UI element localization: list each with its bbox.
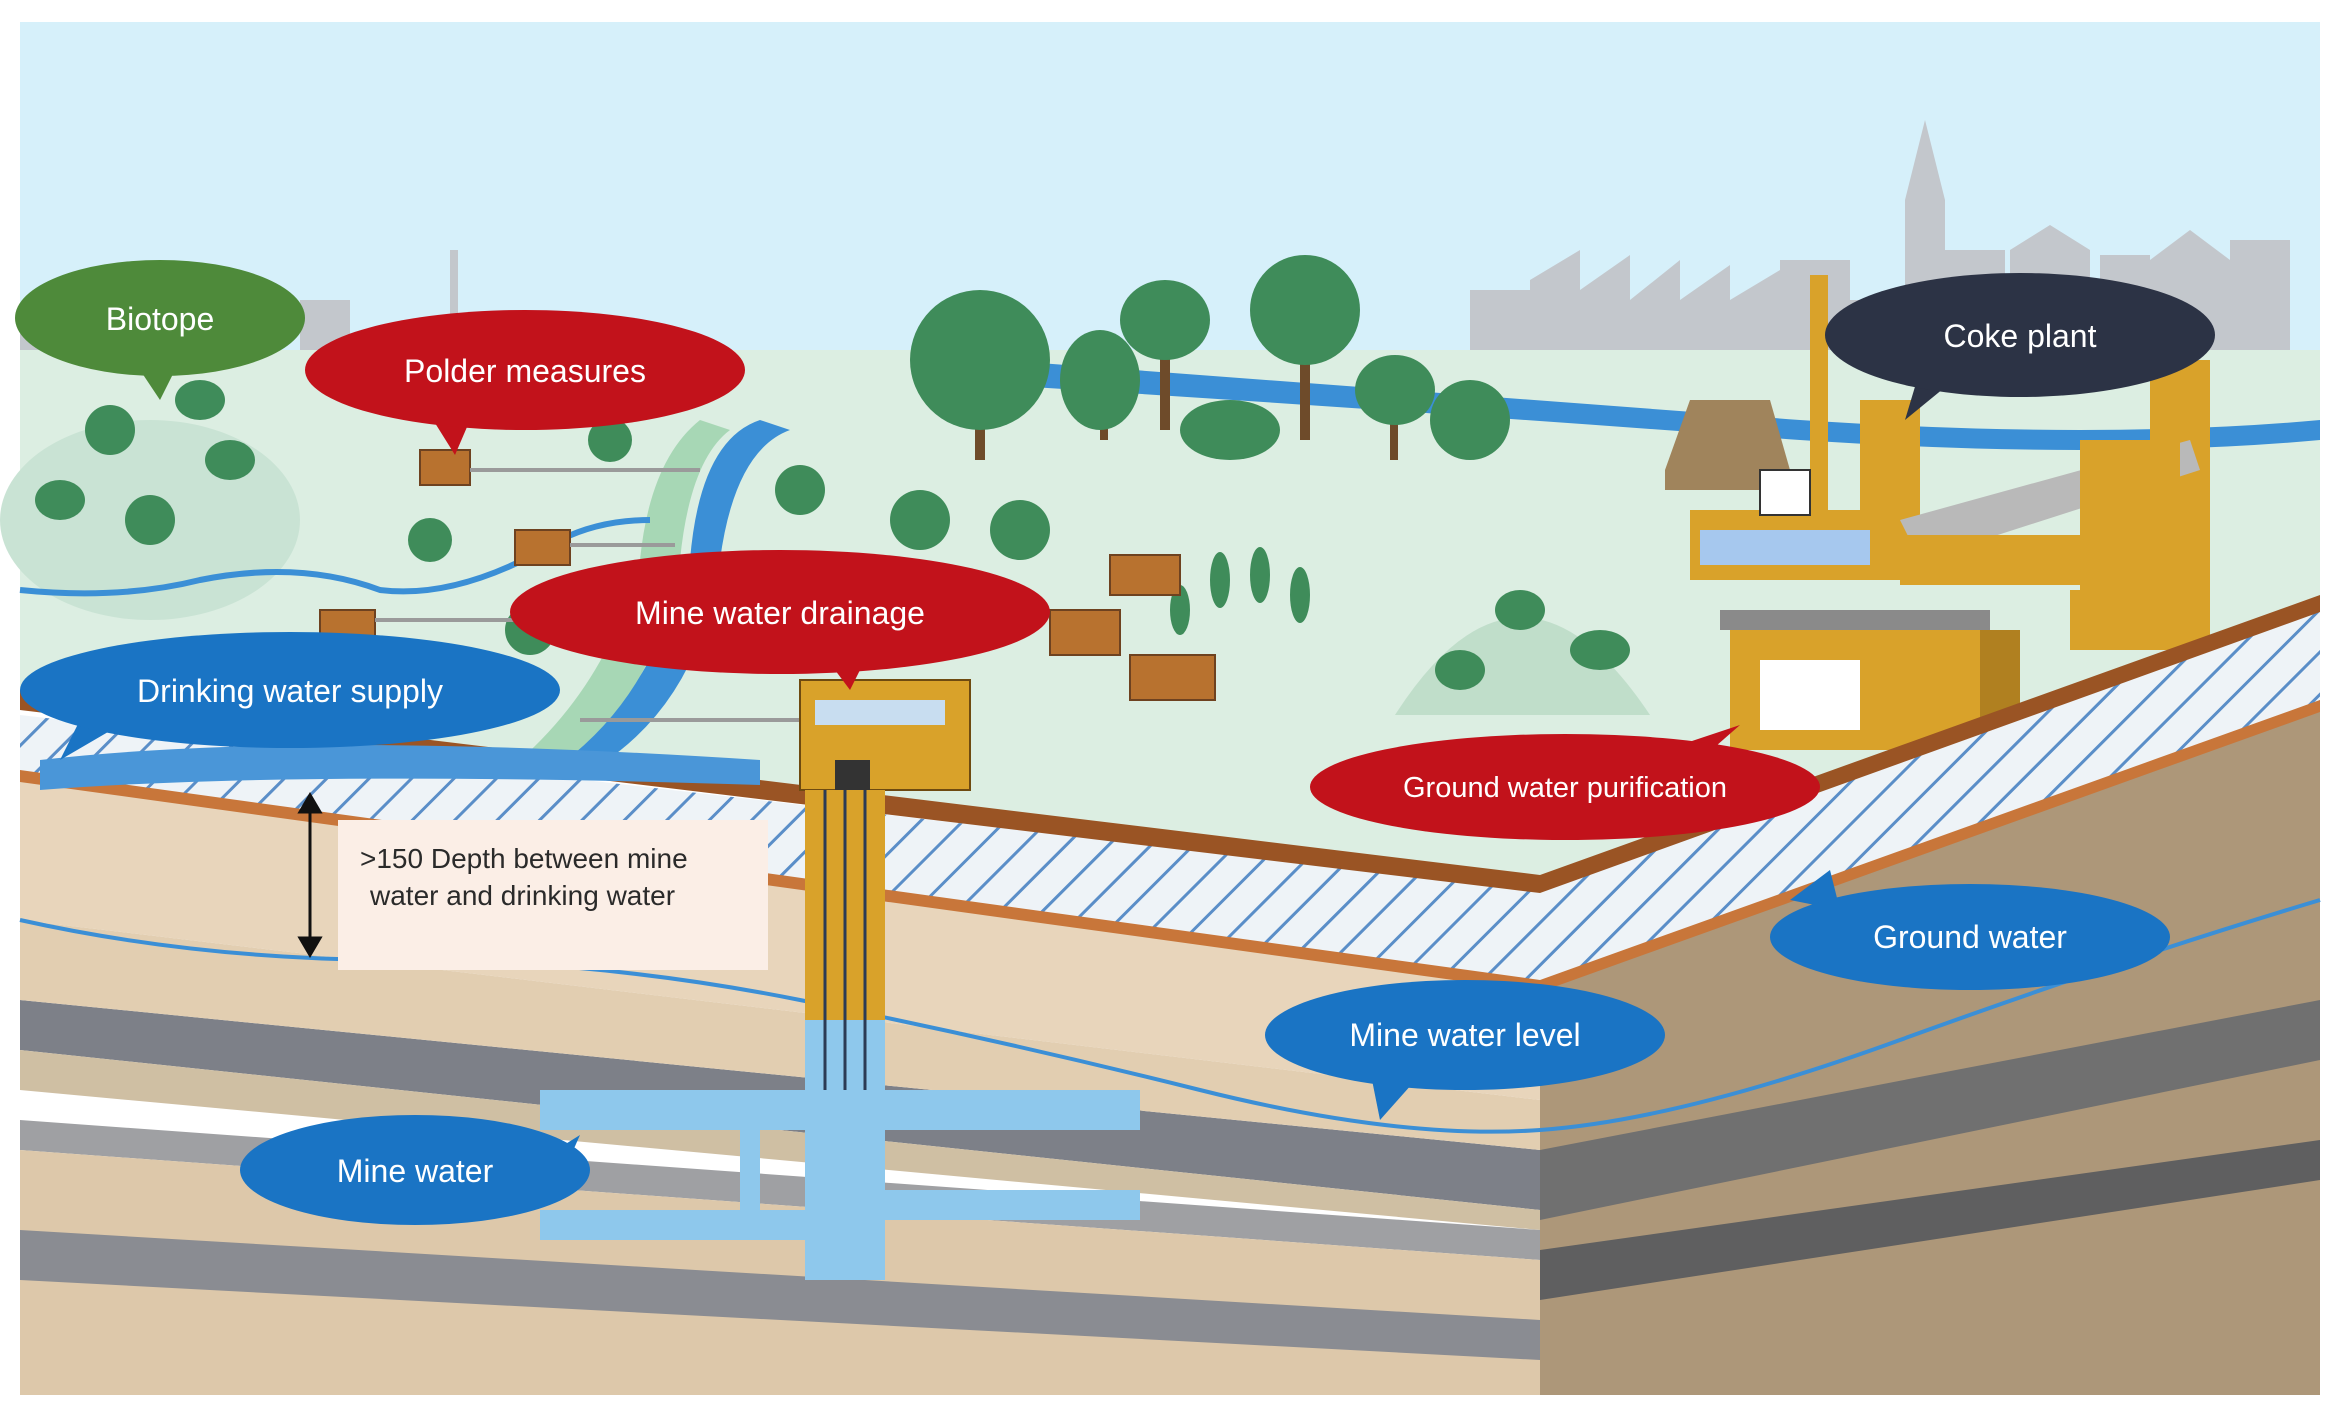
canal-bank xyxy=(520,420,730,765)
drinking-water-body xyxy=(40,745,760,790)
coke-plant-building xyxy=(1665,275,2210,650)
right-face-dark-1 xyxy=(1540,1000,2320,1220)
purification-plant xyxy=(1720,610,2065,835)
callout-ground-water: Ground water xyxy=(1770,870,2170,990)
label-drinking-water-supply: Drinking water supply xyxy=(137,673,443,709)
label-ground-water-purification: Ground water purification xyxy=(1403,772,1727,804)
callout-mine-water-level: Mine water level xyxy=(1265,980,1665,1120)
front-layer-grey-3 xyxy=(20,1230,1540,1360)
callout-drinking-water-supply: Drinking water supply xyxy=(20,632,560,760)
label-mine-water-drainage: Mine water drainage xyxy=(635,595,925,631)
front-layer-light-1 xyxy=(20,1050,1540,1230)
depth-note-line-1: >150 Depth between mine xyxy=(360,843,688,874)
label-polder-measures: Polder measures xyxy=(404,353,646,389)
callout-polder-measures: Polder measures xyxy=(305,310,745,455)
aquifer-hatched-right xyxy=(1540,610,2320,990)
greenhouse-dome xyxy=(1395,617,1650,715)
aquifer-base-right xyxy=(1540,700,2320,992)
trees xyxy=(35,255,1630,690)
label-mine-water-level: Mine water level xyxy=(1349,1017,1580,1053)
label-biotope: Biotope xyxy=(106,301,215,337)
callout-ground-water-purification: Ground water purification xyxy=(1310,725,1820,840)
depth-note-line-2: water and drinking water xyxy=(369,880,675,911)
houses xyxy=(319,449,1216,701)
callout-mine-water: Mine water xyxy=(240,1115,590,1225)
mine-shaft xyxy=(540,679,1140,1280)
right-face-dark-2 xyxy=(1540,1140,2320,1300)
depth-arrow xyxy=(297,792,323,958)
label-mine-water: Mine water xyxy=(337,1153,494,1189)
callout-biotope: Biotope xyxy=(15,260,305,400)
callout-mine-water-drainage: Mine water drainage xyxy=(510,550,1050,690)
callout-coke-plant: Coke plant xyxy=(1825,273,2215,420)
label-ground-water: Ground water xyxy=(1873,919,2067,955)
aquifer-hatched-front xyxy=(20,715,1540,990)
front-layer-sand-mid xyxy=(20,920,1540,1150)
label-coke-plant: Coke plant xyxy=(1944,318,2097,354)
depth-note-box: >150 Depth between mine water and drinki… xyxy=(338,820,768,970)
drainage-pipes xyxy=(375,468,800,722)
